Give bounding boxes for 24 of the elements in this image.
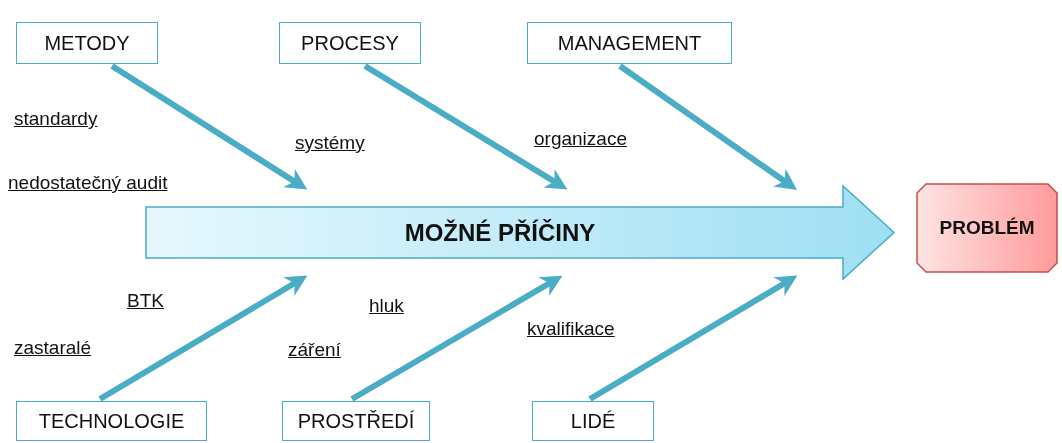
category-box: PROSTŘEDÍ bbox=[282, 401, 430, 441]
arrow bbox=[350, 275, 563, 402]
cause-label: zastaralé bbox=[14, 337, 92, 359]
category-box: METODY bbox=[16, 22, 158, 64]
category-box: MANAGEMENT bbox=[527, 22, 732, 64]
cause-label: systémy bbox=[295, 132, 365, 154]
cause-label: hluk bbox=[369, 295, 404, 317]
category-box: TECHNOLOGIE bbox=[16, 401, 207, 441]
category-box: LIDÉ bbox=[532, 401, 654, 441]
arrow bbox=[98, 275, 308, 402]
cause-label: záření bbox=[288, 339, 341, 361]
arrow bbox=[588, 275, 798, 402]
arrow bbox=[618, 63, 798, 190]
problem-box bbox=[916, 183, 1058, 273]
category-box: PROCESY bbox=[279, 22, 421, 64]
arrow bbox=[110, 63, 308, 190]
arrow bbox=[363, 63, 568, 190]
cause-label: organizace bbox=[534, 128, 627, 150]
spine-label: MOŽNÉ PŘÍČINY bbox=[404, 218, 596, 247]
problem-label: PROBLÉM bbox=[939, 217, 1035, 239]
cause-label: standardy bbox=[14, 108, 98, 130]
cause-label: BTK bbox=[127, 290, 164, 312]
cause-label: kvalifikace bbox=[527, 318, 615, 340]
cause-label: nedostatečný audit bbox=[8, 172, 168, 194]
